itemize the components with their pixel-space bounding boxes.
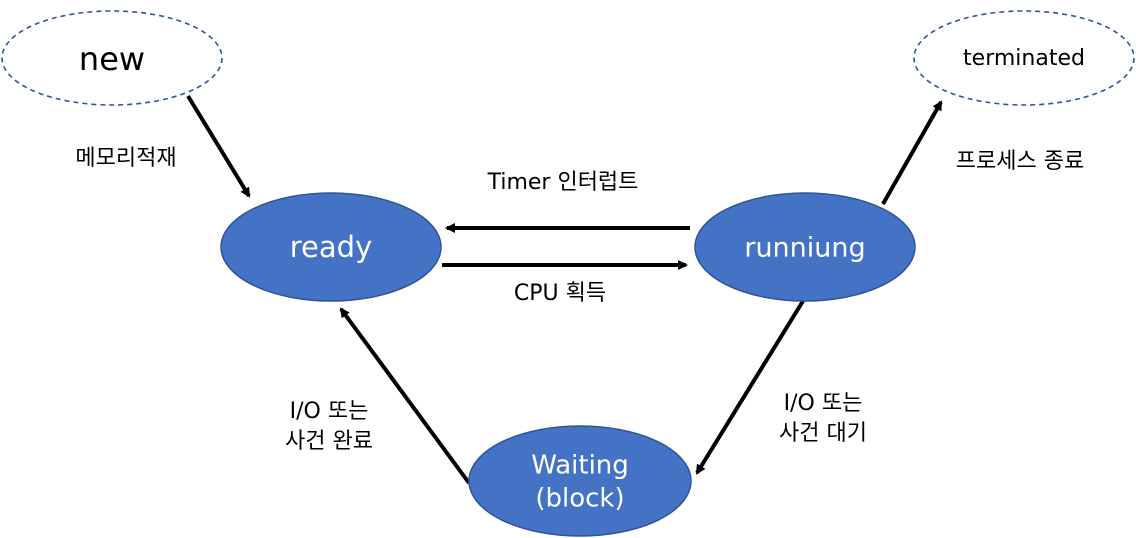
arrow-new-to-ready	[186, 94, 251, 198]
state-terminated-label: terminated	[963, 46, 1085, 71]
edge-label-io-complete-line2: 사건 완료	[285, 429, 373, 454]
edge-label-io-wait-line2: 사건 대기	[779, 421, 867, 446]
edge-label-timer-interrupt: Timer 인터럽트	[487, 170, 639, 195]
state-running-label: runniung	[744, 233, 865, 264]
edge-label-process-exit: 프로세스 종료	[956, 149, 1084, 174]
edge-label-io-complete-line1: I/O 또는	[290, 399, 369, 424]
state-waiting-ellipse	[468, 425, 692, 537]
edge-label-load-memory: 메모리적재	[75, 146, 176, 171]
state-new-ellipse	[1, 10, 223, 106]
state-running-ellipse	[694, 192, 916, 302]
state-waiting-label-line2: (block)	[535, 484, 624, 514]
arrow-running-to-terminated	[881, 100, 943, 205]
edge-label-io-wait-line1: I/O 또는	[784, 391, 863, 416]
edge-label-cpu-acquire: CPU 획득	[514, 281, 606, 306]
state-terminated-ellipse	[913, 10, 1135, 106]
arrow-waiting-to-ready	[339, 307, 471, 485]
arrow-running-to-waiting	[695, 299, 805, 475]
state-ready-label: ready	[290, 230, 372, 264]
state-waiting-label-line1: Waiting	[531, 451, 629, 481]
state-ready-ellipse	[220, 192, 442, 302]
state-new-label: new	[79, 40, 145, 78]
